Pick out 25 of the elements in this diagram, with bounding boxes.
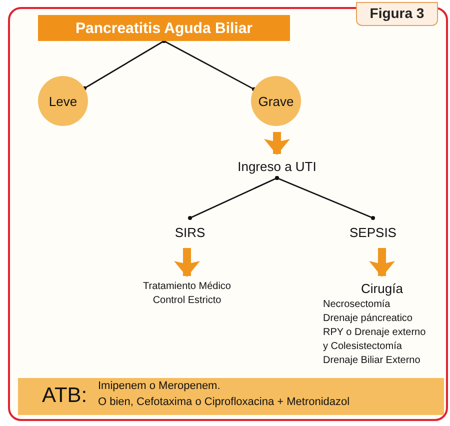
title-banner — [38, 15, 290, 41]
band-heading: ATB: — [42, 384, 88, 408]
drug-text: O bien, Cefotaxima o Ciprofloxacina + Metronidazol — [98, 396, 350, 408]
step-label: Ingreso a UTI — [238, 159, 316, 174]
figure-tab: Figura 3 — [356, 2, 438, 26]
procedure-text: Drenaje Biliar Externo — [322, 354, 422, 368]
procedure-text: Necrosectomía — [322, 298, 392, 312]
antibiotic-band — [18, 378, 444, 415]
circle-label: Leve — [48, 94, 78, 108]
connector-line — [162, 39, 256, 92]
title-text: Pancreatitis Aguda Biliar — [76, 20, 252, 36]
drug-text: Imipenem o Meropenem. — [98, 380, 220, 392]
down-arrow — [264, 132, 290, 155]
down-arrow — [174, 248, 200, 277]
procedure-text: RPY o Drenaje externo — [322, 326, 427, 340]
procedure-text: y Colesistectomía — [322, 340, 403, 354]
treatment-heading: Cirugía — [360, 280, 404, 298]
procedure-text: Drenaje páncreatico — [322, 312, 414, 326]
circle-label: Grave — [258, 94, 294, 108]
step-label: SIRS — [174, 225, 206, 240]
step-label: SEPSIS — [350, 225, 396, 240]
connector-line — [275, 176, 375, 220]
treatment-text: Tratamiento Médico — [142, 280, 232, 294]
down-arrow — [369, 248, 395, 277]
treatment-text: Control Estricto — [152, 294, 222, 308]
